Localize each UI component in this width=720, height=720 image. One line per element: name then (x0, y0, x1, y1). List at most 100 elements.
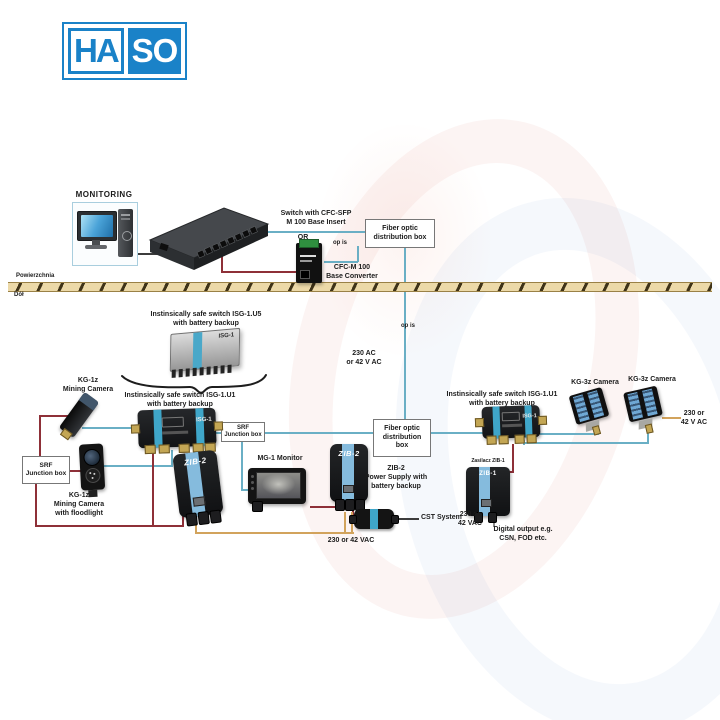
wire-camera2-vac (662, 417, 681, 419)
converter-label: CFC-M 100 Base Converter (326, 264, 378, 280)
converter-stripe2 (300, 260, 312, 262)
isg-u5-text: ISG-1 (218, 332, 235, 340)
wire-camera1-to-isg (82, 427, 142, 429)
wire-zib2left-vac (195, 520, 197, 534)
kg3z-stripe (572, 394, 590, 423)
isg-u5-switch: ISG-1 (169, 327, 241, 378)
digital-output-label: Digital output e.g. CSN, FOD etc. (493, 526, 553, 542)
op-is-mid-label: op is (400, 323, 415, 329)
wire-isgleft-down (152, 448, 154, 526)
wire-srf-to-monitor-h (241, 489, 252, 491)
mg1-monitor-label: MG-1 Monitor (257, 455, 303, 462)
kg3z-camera2 (623, 385, 663, 434)
zib2-right-text: ZIB-2 (338, 449, 360, 458)
isg-u1-left-label: Instinsically safe switch ISG-1.U1 with … (124, 392, 236, 408)
kg3z-stripe (642, 388, 658, 417)
wire-floodcam-to-isg-v (171, 450, 173, 467)
cfc-converter (296, 239, 322, 283)
wire-srf-to-floodcam (64, 470, 82, 472)
converter-port (300, 270, 310, 279)
srf-box-left: SRF Junction box (22, 456, 70, 484)
pc-tower-dial (122, 231, 132, 241)
wire-srf-down (35, 482, 37, 527)
kg3z-camera1 (568, 386, 610, 436)
isg-stripe (492, 406, 501, 439)
converter-stripe1 (300, 255, 316, 257)
mg1-screen (256, 472, 301, 499)
zib1-stripe (479, 467, 490, 516)
isg-vents (502, 423, 523, 428)
zib1-text: ZIB-1 (479, 471, 497, 477)
cst-system-label: CST System (421, 514, 462, 521)
pc-monitor-stand (92, 240, 100, 245)
wire-zib2right-vac1 (344, 512, 346, 533)
mg1-monitor (248, 468, 306, 512)
isg-u5-stripe (192, 332, 203, 370)
isg-display (501, 411, 520, 422)
wire-switch-converter-v (221, 256, 223, 273)
surface-label: Powierzchnia (16, 273, 55, 279)
or-label: OR (297, 234, 309, 241)
fiber-box-top: Fiber optic distribution box (365, 219, 435, 248)
wire-isgright-to-zib1-v (512, 444, 514, 472)
wire-converter-right (324, 261, 358, 263)
op-is-top-label: op is (332, 240, 347, 246)
converter-terminal (299, 239, 319, 248)
underground-label: Dół (14, 292, 24, 298)
group-brace (121, 374, 267, 395)
zib2-ps-label: ZIB-2 Power Supply with battery backup (364, 465, 428, 490)
wire-isgright-to-zib1-h (507, 471, 514, 473)
cst-device (349, 509, 399, 529)
logo-ha: HA (68, 28, 124, 74)
isg-stripe (153, 409, 163, 448)
monitoring-label: MONITORING (75, 190, 133, 199)
kg1z-camera-label: KG-1z Mining Camera (62, 377, 114, 393)
wire-fiber-vertical (404, 248, 406, 421)
wire-camera1-power-h (39, 415, 72, 417)
zib1-vac-label: 230 or 42 VAC (458, 511, 482, 527)
isg-vents (162, 430, 189, 435)
isg1-right-text: ISG-1 (522, 413, 537, 420)
wire-converter-up (357, 246, 359, 262)
isg-display (161, 416, 184, 428)
fiber-box-mid: Fiber optic distribution box (373, 419, 431, 457)
kg1z-connector (59, 428, 73, 441)
zib2-chip (192, 496, 206, 507)
isg1-left-switch: ISG-1 (130, 407, 224, 455)
wire-switch-to-fiberbox (256, 231, 365, 233)
isg1-right-switch: ISG-1 (474, 404, 548, 445)
zib1-power-supply: ZIB-1 (466, 467, 510, 523)
network-switch (148, 207, 270, 270)
cst-stripe (370, 509, 378, 529)
isg-u5-label: Instinsically safe switch ISG-1.U5 with … (150, 311, 262, 327)
zib2-right: ZIB-2 (330, 444, 368, 511)
kg1z-floodlight-label: KG-1z Mining Camera with floodlight (53, 492, 105, 517)
pc-monitor-base (85, 245, 107, 249)
kg3z-camera2-label: KG-3z Camera (628, 376, 676, 383)
kg3z-camera1-label: KG-3z Camera (571, 379, 619, 386)
wire-vac-run (195, 532, 354, 534)
wire-floodcam-to-isg-h (104, 465, 172, 467)
wire-camera1-power-v (39, 415, 41, 457)
kg1z-floodlight-camera (78, 443, 106, 498)
kg3z-stripe (587, 390, 605, 418)
pc-screen (81, 215, 113, 237)
wire-isgleft-to-fiber2 (216, 432, 373, 434)
zasilacz-zib1-label: Zasilacz ZIB-1 (471, 458, 505, 464)
wire-to-camera2-v (647, 427, 649, 443)
isg-stripe (524, 405, 533, 438)
switch-label: Switch with CFC-SFP M 100 Base Insert (280, 210, 352, 226)
ac-230-42-label: 230 AC or 42 V AC (346, 350, 382, 366)
kg1z-lens (78, 391, 100, 411)
wire-monitor-power (310, 506, 346, 508)
zib2-chip (343, 485, 354, 493)
floodcam-light (85, 467, 101, 484)
pc-tower (118, 209, 133, 257)
pc-monitor (77, 211, 117, 241)
floodcam-lens (83, 448, 101, 467)
wire-fiber2-to-isgright (429, 432, 484, 434)
kg3z-stripe (627, 392, 644, 420)
haso-logo: HA SO (62, 22, 188, 80)
wire-to-camera2-h (523, 442, 649, 444)
